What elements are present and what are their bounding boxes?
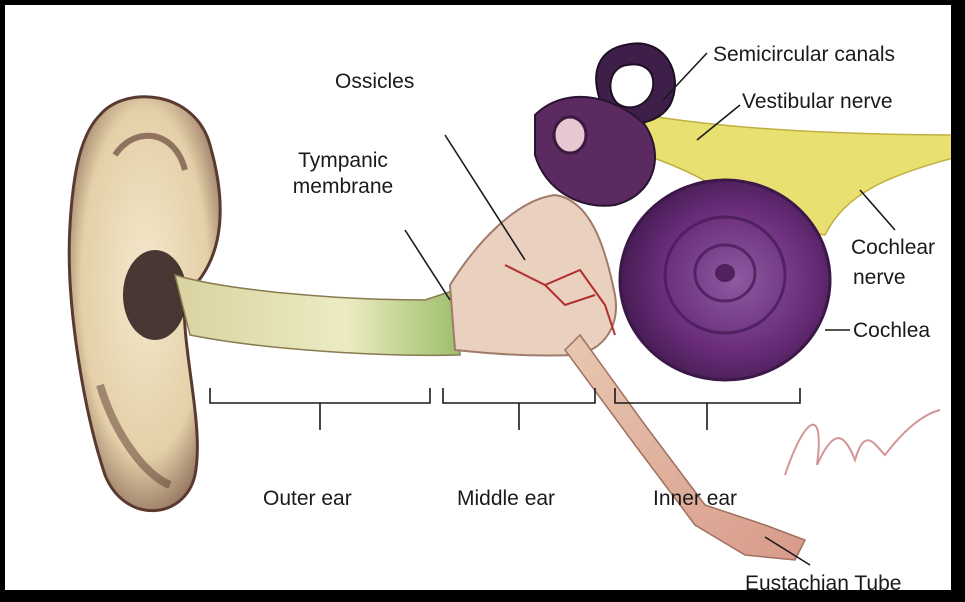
cochlea-spiral-3 [715, 264, 735, 282]
label-vestibular-nerve: Vestibular nerve [742, 89, 893, 115]
pointer-tympanic [405, 230, 450, 300]
brackets [210, 388, 800, 430]
label-middle-ear: Middle ear [457, 486, 555, 512]
ear-canal-shape [175, 275, 460, 355]
label-tympanic-membrane: Tympanic membrane [273, 148, 413, 200]
label-tympanic-line1: Tympanic [273, 148, 413, 174]
concha-shadow [123, 250, 187, 340]
label-cochlear-line1: Cochlear [851, 233, 935, 263]
signature [785, 410, 940, 475]
middle-ear-shape [450, 195, 616, 356]
label-tympanic-line2: membrane [273, 174, 413, 200]
label-eustachian-tube: Eustachian Tube [745, 571, 901, 597]
vestibule-window [554, 117, 586, 153]
label-cochlear-nerve: Cochlear nerve [851, 233, 935, 293]
label-outer-ear: Outer ear [263, 486, 352, 512]
bracket-outer-ear [210, 388, 430, 430]
label-semicircular-canals: Semicircular canals [713, 42, 895, 68]
label-cochlea: Cochlea [853, 318, 930, 344]
bracket-middle-ear [443, 388, 595, 430]
pointer-cochlear-nerve [860, 190, 895, 230]
label-inner-ear: Inner ear [653, 486, 737, 512]
label-cochlear-line2: nerve [851, 263, 935, 293]
label-ossicles: Ossicles [335, 69, 414, 95]
